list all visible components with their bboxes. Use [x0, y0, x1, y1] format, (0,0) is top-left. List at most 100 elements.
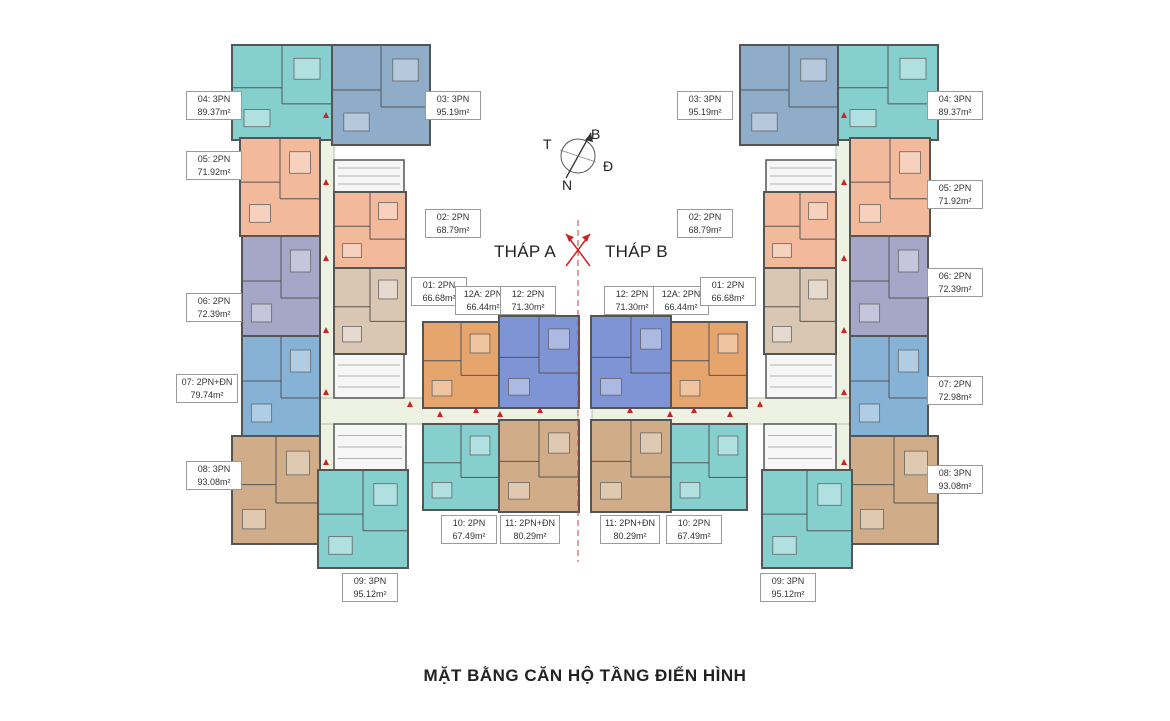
- bed-b-11: [640, 432, 662, 454]
- bed-a-11: [548, 432, 570, 454]
- sofa-b-07: [858, 403, 881, 423]
- tower-b-label: THÁP B: [605, 242, 668, 261]
- entrance-marker-b-0: [841, 112, 847, 118]
- bed-a-09: [373, 483, 398, 506]
- bed-b-06: [897, 249, 920, 273]
- sofa-a-10: [431, 482, 453, 499]
- bed-b-04: [899, 57, 927, 80]
- sofa-b-08: [860, 509, 884, 530]
- entrance-marker-a-3: [323, 327, 329, 333]
- entrance-marker-b-7: [691, 407, 697, 413]
- bed-b-10: [717, 435, 739, 456]
- divider-arrowhead-1: [566, 234, 574, 242]
- compass-letter-b: B: [591, 126, 601, 142]
- tower-a-group: [231, 44, 580, 569]
- bed-a-04: [293, 57, 321, 80]
- entrance-marker-b-5: [841, 459, 847, 465]
- bed-a-02: [378, 202, 398, 220]
- sofa-a-12: [508, 378, 530, 396]
- entrance-marker-b-3: [841, 327, 847, 333]
- entrance-marker-b-8: [627, 407, 633, 413]
- sofa-a-05: [249, 204, 271, 223]
- bed-b-05: [899, 151, 921, 174]
- compass-letter-t: T: [543, 136, 552, 152]
- compass-circle: [560, 138, 596, 174]
- entrance-marker-a-7: [473, 407, 479, 413]
- entrance-marker-a-6: [407, 401, 413, 407]
- entrance-marker-b-6: [757, 401, 763, 407]
- bed-b-12a: [717, 333, 739, 354]
- sofa-a-07: [250, 403, 273, 423]
- compass-needle: [565, 132, 592, 179]
- page-title: MẶT BẰNG CĂN HỘ TẦNG ĐIỂN HÌNH: [423, 666, 747, 685]
- entrance-marker-a-2: [323, 255, 329, 261]
- bed-a-08: [286, 450, 310, 476]
- sofa-a-03: [343, 112, 370, 132]
- bed-a-10: [469, 435, 491, 456]
- sofa-a-08: [242, 509, 266, 530]
- bed-b-08: [904, 450, 928, 476]
- bed-a-01: [378, 279, 398, 300]
- bed-a-12: [548, 328, 570, 350]
- bed-a-07: [289, 349, 312, 373]
- sofa-b-11: [600, 482, 622, 500]
- entrance-marker-a-5: [323, 459, 329, 465]
- entrance-marker-a-10: [497, 411, 503, 417]
- sofa-a-01: [342, 326, 362, 343]
- entrance-marker-b-1: [841, 179, 847, 185]
- sofa-b-12: [600, 378, 622, 396]
- bed-b-02: [808, 202, 828, 220]
- sofa-b-03: [751, 112, 778, 132]
- bed-b-09: [817, 483, 842, 506]
- sofa-a-12a: [431, 380, 453, 397]
- sofa-a-11: [508, 482, 530, 500]
- entrance-marker-b-9: [727, 411, 733, 417]
- bed-a-03: [392, 58, 419, 82]
- tower-b-group: [590, 44, 939, 569]
- entrance-marker-a-0: [323, 112, 329, 118]
- bed-b-12: [640, 328, 662, 350]
- sofa-a-06: [250, 303, 273, 323]
- bed-b-07: [897, 349, 920, 373]
- sofa-a-04: [243, 109, 271, 128]
- sofa-b-10: [679, 482, 701, 499]
- entrance-marker-b-2: [841, 255, 847, 261]
- compass-crossline: [559, 149, 597, 163]
- bed-a-12a: [469, 333, 491, 354]
- sofa-b-09: [772, 536, 797, 555]
- sofa-b-05: [859, 204, 881, 223]
- sofa-b-02: [772, 243, 792, 258]
- bed-b-01: [808, 279, 828, 300]
- bed-a-06: [289, 249, 312, 273]
- compass-arrowhead: [585, 133, 593, 142]
- entrance-marker-a-4: [323, 389, 329, 395]
- compass-letter-n: N: [562, 177, 573, 193]
- entrance-marker-a-9: [437, 411, 443, 417]
- sofa-b-01: [772, 326, 792, 343]
- compass-letter-d: Đ: [603, 158, 614, 174]
